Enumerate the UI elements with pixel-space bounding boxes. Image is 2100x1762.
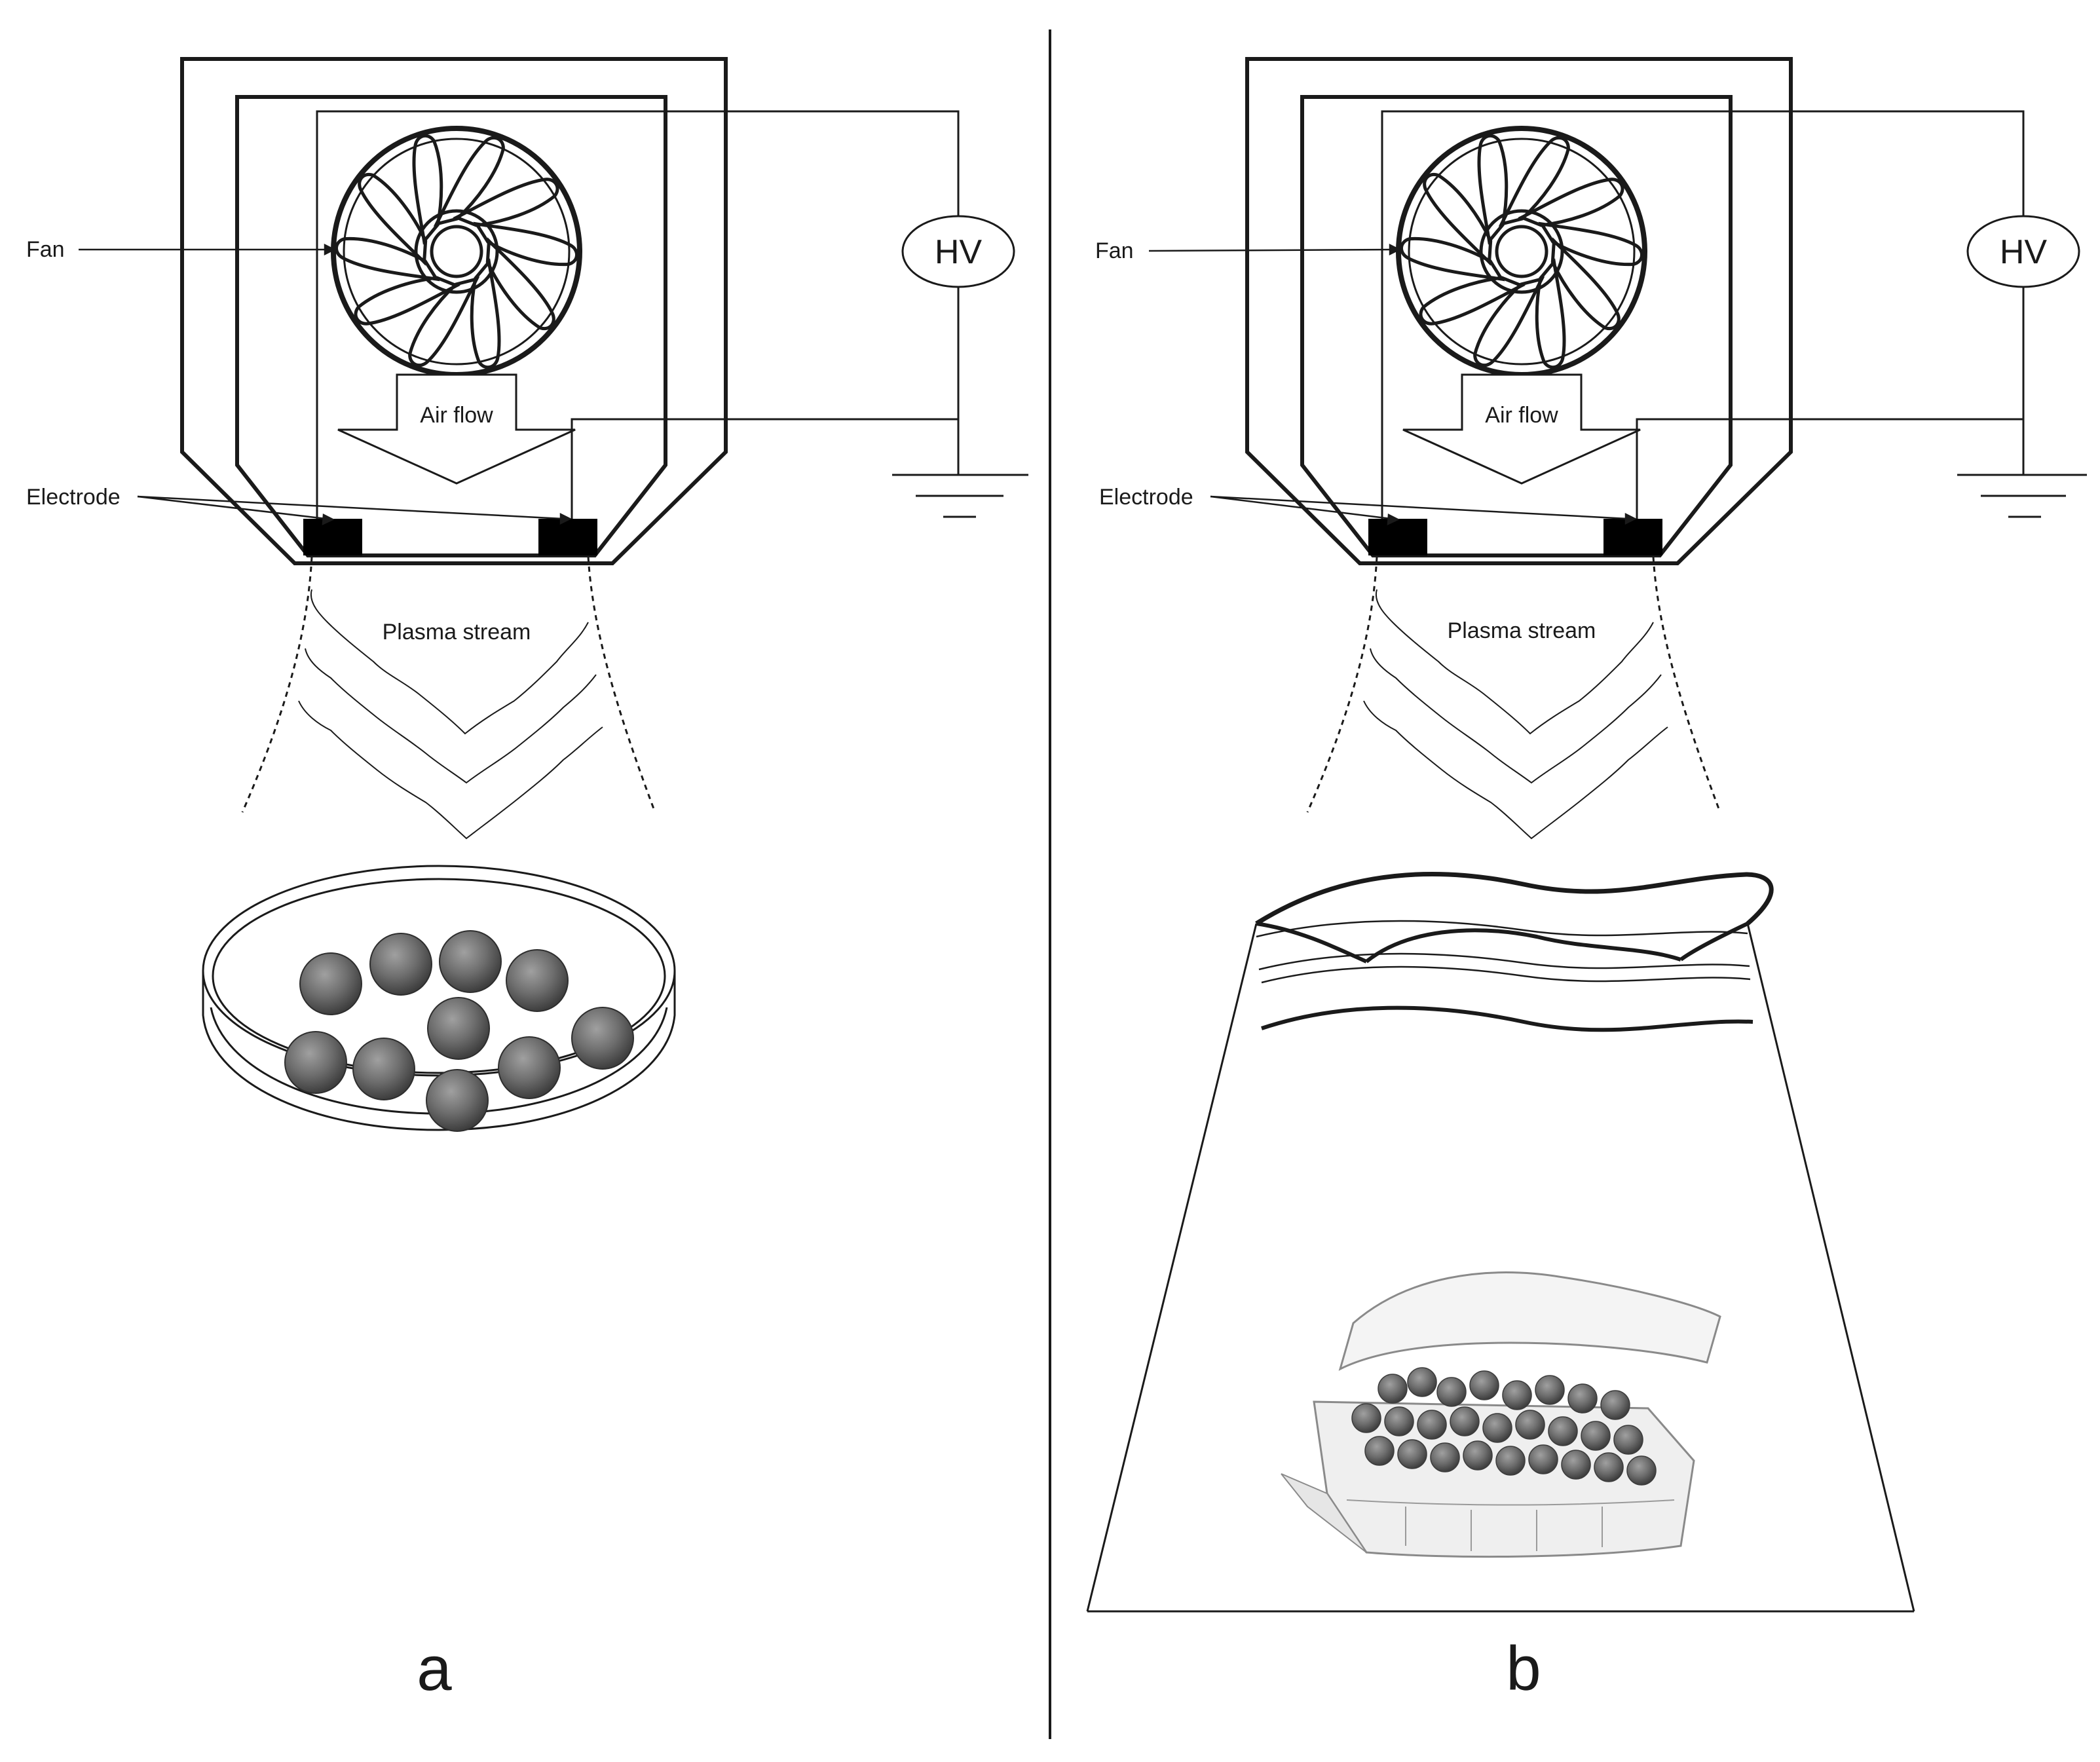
fan-label: Fan xyxy=(26,237,65,262)
electrode-right xyxy=(1603,519,1662,555)
airflow-arrow xyxy=(337,373,576,485)
blueberry xyxy=(1581,1421,1611,1451)
airflow-label: Air flow xyxy=(420,403,493,428)
fan-pointer-arrow xyxy=(79,243,336,256)
blueberry xyxy=(1430,1442,1460,1472)
fan-pointer-arrow xyxy=(1148,243,1401,256)
blueberry xyxy=(571,1007,634,1070)
blueberry xyxy=(1463,1440,1493,1471)
hv-label: HV xyxy=(935,233,983,271)
fan-icon xyxy=(1396,126,1647,377)
outer-housing xyxy=(180,57,728,565)
blueberry xyxy=(1613,1425,1643,1455)
circuit-wires xyxy=(316,110,960,523)
blueberry xyxy=(299,952,362,1015)
blueberry xyxy=(1450,1406,1480,1436)
fan-icon xyxy=(331,126,582,377)
blueberry xyxy=(1384,1406,1414,1436)
circuit-wires xyxy=(1381,110,2025,523)
blueberry xyxy=(1548,1416,1578,1446)
plasma-stream xyxy=(1306,556,1721,840)
electrode-left xyxy=(1368,519,1427,555)
blueberry xyxy=(352,1038,415,1100)
blueberry xyxy=(284,1031,347,1094)
blueberry xyxy=(1567,1383,1598,1414)
blueberry xyxy=(1535,1375,1565,1405)
bag xyxy=(1086,871,1915,1613)
panel-letter: b xyxy=(1506,1634,1541,1704)
ground-symbol xyxy=(892,474,1028,518)
panel-a: HV Air flow Fan E xyxy=(26,57,1028,1704)
blueberry xyxy=(498,1036,561,1099)
blueberries xyxy=(284,930,634,1132)
electrode-label: Electrode xyxy=(26,485,121,510)
airflow-label: Air flow xyxy=(1485,403,1558,428)
plasma-label: Plasma stream xyxy=(383,620,531,645)
electrode-pointer-arrows xyxy=(137,495,572,526)
fan-label: Fan xyxy=(1095,238,1134,263)
blueberry xyxy=(1378,1374,1408,1404)
blueberry xyxy=(439,930,502,993)
electrode-pointer-arrows xyxy=(1210,495,1637,526)
clamshell-container xyxy=(1281,1271,1721,1558)
panel-letter: a xyxy=(417,1634,452,1704)
blueberry xyxy=(1436,1377,1467,1407)
blueberry xyxy=(1515,1410,1545,1440)
blueberry xyxy=(1495,1446,1526,1476)
blueberry xyxy=(1364,1436,1395,1466)
blueberry xyxy=(1561,1450,1591,1480)
ground-symbol xyxy=(1957,474,2087,518)
blueberry xyxy=(1407,1367,1437,1397)
hv-label: HV xyxy=(2000,233,2048,271)
blueberry xyxy=(1469,1370,1499,1400)
electrode-right xyxy=(538,519,597,555)
blueberry xyxy=(1502,1380,1532,1410)
plasma-label: Plasma stream xyxy=(1448,618,1596,643)
plasma-stream xyxy=(241,556,656,840)
hv-source xyxy=(901,215,1015,288)
blueberry xyxy=(1351,1403,1381,1433)
blueberry xyxy=(1417,1410,1447,1440)
outer-housing xyxy=(1245,57,1793,565)
blueberry xyxy=(369,933,432,996)
blueberry xyxy=(1600,1390,1630,1420)
blueberry xyxy=(1482,1413,1512,1443)
blueberry xyxy=(427,997,490,1060)
panel-b: HV Air flow Fan Electrode xyxy=(1086,57,2087,1704)
blueberry xyxy=(426,1069,489,1132)
hv-source xyxy=(1966,215,2080,288)
blueberry xyxy=(1594,1452,1624,1482)
electrode-left xyxy=(303,519,362,555)
airflow-arrow xyxy=(1402,373,1641,485)
blueberry xyxy=(1626,1455,1657,1486)
blueberry xyxy=(1528,1444,1558,1474)
electrode-label: Electrode xyxy=(1099,485,1193,510)
blueberry xyxy=(506,949,569,1012)
blueberry xyxy=(1397,1439,1427,1469)
